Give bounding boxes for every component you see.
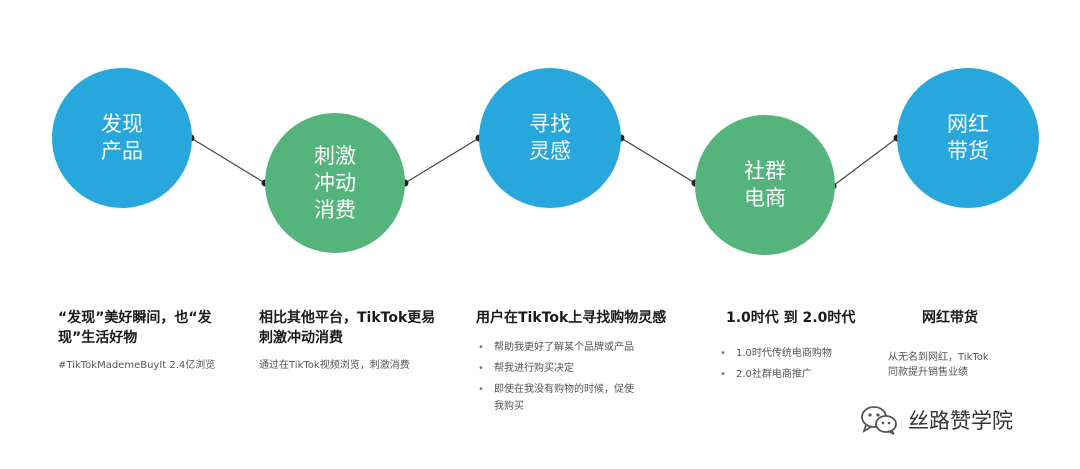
column-heading: 刺激冲动消费: [259, 330, 343, 346]
connector-4: [832, 137, 898, 187]
connector-2: [404, 137, 480, 184]
node-label: 刺激: [314, 143, 356, 168]
node-social-commerce: 社群 电商: [695, 115, 835, 255]
column-heading: 现”生活好物: [58, 330, 138, 346]
list-item: 帮助我更好了解某个品牌或产品: [476, 340, 686, 355]
connector-1: [190, 137, 266, 184]
column-heading: 用户在TikTok上寻找购物灵感: [476, 310, 667, 326]
column-heading: 1.0时代 到 2.0时代: [726, 310, 856, 326]
node-label: 带货: [947, 139, 989, 163]
node-label: 消费: [314, 197, 356, 222]
column-subtext: 同款提升销售业绩: [888, 367, 968, 378]
column-heading: 网红带货: [922, 310, 978, 326]
node-find-inspiration: 寻找 灵感: [479, 68, 621, 208]
node-label: 冲动: [314, 170, 356, 195]
node-label: 寻找: [529, 112, 571, 136]
list-item: 帮我进行购买决定: [476, 361, 686, 376]
list-item: 2.0社群电商推广: [718, 367, 878, 382]
column-subtext: 通过在TikTok视频浏览，刺激消费: [259, 360, 410, 371]
bullet-list: 1.0时代传统电商购物 2.0社群电商推广: [718, 346, 878, 382]
column-social: 1.0时代 到 2.0时代 1.0时代传统电商购物 2.0社群电商推广: [718, 308, 878, 388]
list-item: 1.0时代传统电商购物: [718, 346, 878, 361]
node-label: 产品: [101, 139, 143, 163]
node-label: 电商: [744, 186, 786, 210]
column-subtext: #TikTokMademeBuyIt 2.4亿浏览: [58, 360, 216, 371]
node-label: 灵感: [529, 139, 571, 163]
wechat-icon: [861, 406, 897, 435]
column-heading: 相比其他平台，TikTok更易: [259, 310, 436, 326]
bullet-list: 帮助我更好了解某个品牌或产品 帮我进行购买决定 即使在我没有购物的时候，促使 我…: [476, 340, 686, 414]
watermark-text: 丝路赞学院: [908, 409, 1013, 433]
node-label: 网红: [947, 112, 989, 136]
column-influencer: 网红带货 从无名到网红，TikTok 同款提升销售业绩: [888, 308, 1038, 380]
column-discover: “发现”美好瞬间，也“发 现”生活好物 #TikTokMademeBuyIt 2…: [58, 308, 248, 373]
list-item: 即使在我没有购物的时候，促使: [476, 382, 686, 397]
node-impulse-consumption: 刺激 冲动 消费: [265, 113, 405, 253]
node-label: 发现: [101, 112, 143, 136]
watermark: 丝路赞学院: [860, 404, 1013, 436]
column-inspiration: 用户在TikTok上寻找购物灵感 帮助我更好了解某个品牌或产品 帮我进行购买决定…: [476, 308, 686, 420]
connector-3: [620, 137, 696, 184]
node-influencer-sales: 网红 带货: [897, 68, 1039, 208]
node-label: 社群: [744, 159, 786, 183]
column-impulse: 相比其他平台，TikTok更易 刺激冲动消费 通过在TikTok视频浏览，刺激消…: [259, 308, 459, 373]
column-subtext: 从无名到网红，TikTok: [888, 352, 989, 363]
node-discover-product: 发现 产品: [52, 68, 192, 208]
column-heading: “发现”美好瞬间，也“发: [58, 310, 212, 326]
list-item: 我购买: [494, 401, 524, 412]
